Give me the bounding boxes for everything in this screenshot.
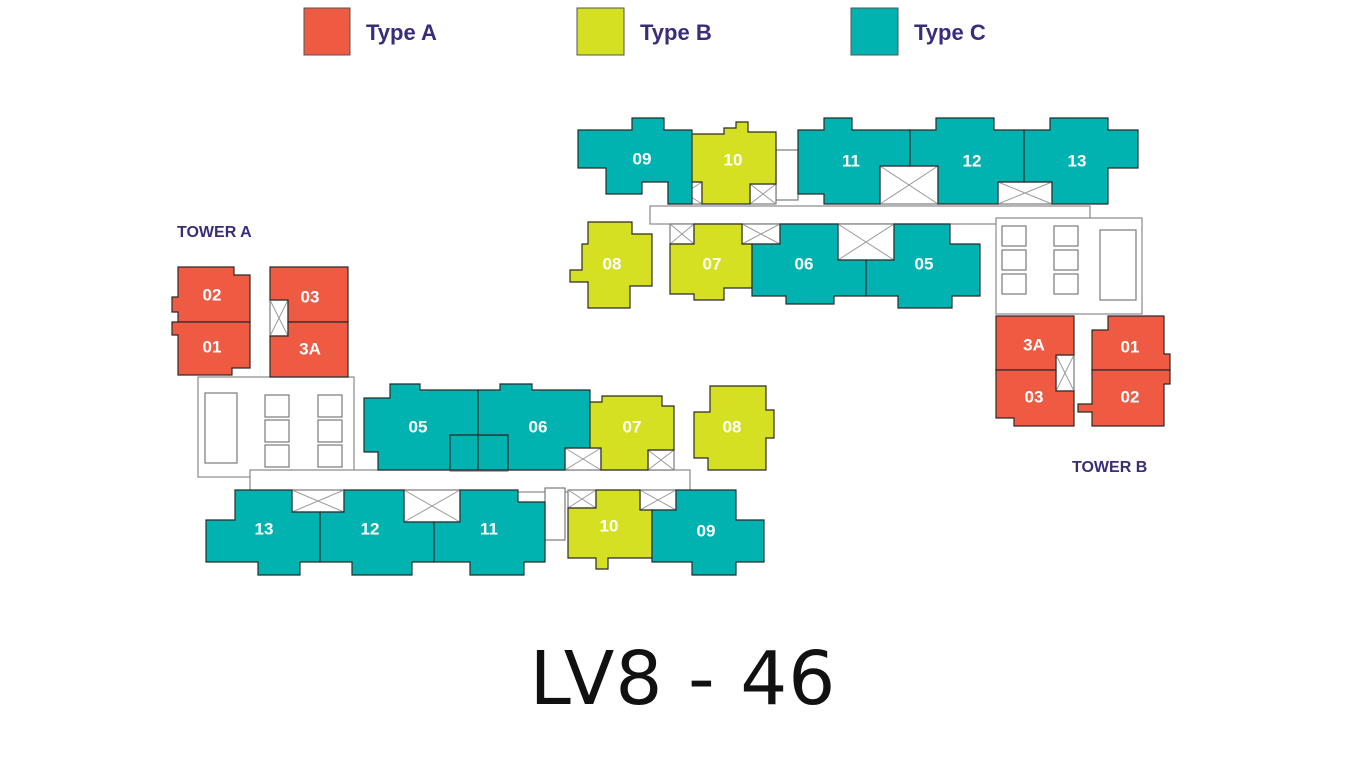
tower-b-unit-09-label: 09 bbox=[633, 149, 652, 168]
tower-a-unit-09 bbox=[651, 489, 765, 576]
tower-b-lift-3 bbox=[1001, 273, 1027, 295]
legend-label-type-b: Type B bbox=[640, 20, 712, 45]
tower-b-unit-02-label: 02 bbox=[1121, 387, 1140, 406]
tower-b-unit-3a-label: 3A bbox=[1023, 335, 1045, 354]
tower-a-unit-11 bbox=[433, 489, 546, 576]
tower-a-unit-02-label: 02 bbox=[203, 285, 222, 304]
tower-b-lift-6 bbox=[1053, 273, 1079, 295]
tower-b-unit-03-label: 03 bbox=[1025, 387, 1044, 406]
tower-a-stair-mid bbox=[544, 487, 566, 541]
tower-a-lift-4 bbox=[317, 394, 343, 418]
tower-a-unit-07 bbox=[589, 395, 675, 471]
tower-b-unit-10-label: 10 bbox=[724, 150, 743, 169]
tower-b-stair-mid bbox=[775, 149, 799, 201]
tower-a-unit-3a-label: 3A bbox=[299, 339, 321, 358]
tower-a-unit-12-label: 12 bbox=[361, 519, 380, 538]
tower-b-label: TOWER B bbox=[1072, 459, 1147, 476]
legend-label-type-a: Type A bbox=[366, 20, 437, 45]
tower-b-unit-02 bbox=[1077, 369, 1171, 427]
tower-a-lift-2 bbox=[264, 419, 290, 443]
tower-a-lift-6 bbox=[317, 444, 343, 468]
tower-a-lift-1 bbox=[264, 394, 290, 418]
tower-b-voids bbox=[667, 165, 1075, 392]
tower-a-unit-07-label: 07 bbox=[623, 417, 642, 436]
tower-a-unit-05-label: 05 bbox=[409, 417, 428, 436]
tower-a-stair-left bbox=[204, 392, 238, 464]
tower-a-unit-01 bbox=[171, 321, 251, 376]
tower-b-unit-12-label: 12 bbox=[963, 151, 982, 170]
tower-b-unit-08-label: 08 bbox=[603, 254, 622, 273]
tower-a-unit-03-label: 03 bbox=[301, 287, 320, 306]
tower-b-unit-11-label: 11 bbox=[842, 151, 860, 170]
tower-b-unit-03 bbox=[995, 369, 1075, 427]
legend-item-type-a: Type A bbox=[303, 7, 437, 56]
tower-a-unit-11-label: 11 bbox=[480, 519, 498, 538]
tower-b-unit-07-label: 07 bbox=[703, 254, 722, 273]
tower-a-unit-10-label: 10 bbox=[600, 516, 619, 535]
tower-a-unit-06-label: 06 bbox=[529, 417, 548, 436]
tower-a-lift-3 bbox=[264, 444, 290, 468]
tower-b-lift-5 bbox=[1053, 249, 1079, 271]
tower-b-lift-2 bbox=[1001, 249, 1027, 271]
tower-a-unit-13-label: 13 bbox=[255, 519, 274, 538]
legend-label-type-c: Type C bbox=[914, 20, 986, 45]
tower-a-unit-09-label: 09 bbox=[697, 521, 716, 540]
tower-a-corridor bbox=[249, 469, 691, 493]
tower-b-unit-05 bbox=[865, 223, 981, 309]
legend: Type A Type B Type C bbox=[303, 7, 986, 56]
tower-a-plan: 02 01 03 3A 05 06 07 08 13 12 11 10 09 bbox=[171, 266, 775, 576]
tower-a-unit-08-label: 08 bbox=[723, 417, 742, 436]
tower-a-unit-08 bbox=[693, 385, 775, 471]
tower-b-unit-05-label: 05 bbox=[915, 254, 934, 273]
legend-item-type-c: Type C bbox=[850, 7, 986, 56]
tower-b-unit-01-label: 01 bbox=[1121, 337, 1140, 356]
tower-a-unit-10 bbox=[567, 489, 653, 570]
legend-swatch-type-c bbox=[850, 7, 899, 56]
tower-b-lift-4 bbox=[1053, 225, 1079, 247]
tower-b-unit-13-label: 13 bbox=[1068, 151, 1087, 170]
legend-item-type-b: Type B bbox=[576, 7, 712, 56]
tower-b-unit-13 bbox=[1023, 117, 1139, 205]
tower-b-unit-10 bbox=[691, 121, 777, 205]
tower-b-unit-06-label: 06 bbox=[795, 254, 814, 273]
tower-b-plan: 09 10 11 12 13 08 07 06 05 3A 01 03 02 bbox=[569, 117, 1171, 427]
tower-b-unit-08 bbox=[569, 221, 653, 309]
tower-b-lift-1 bbox=[1001, 225, 1027, 247]
legend-swatch-type-b bbox=[576, 7, 625, 56]
tower-a-unit-13 bbox=[205, 489, 321, 576]
tower-b-stair-right bbox=[1099, 229, 1137, 301]
tower-a-unit-3a bbox=[269, 321, 349, 378]
tower-a-lift-5 bbox=[317, 419, 343, 443]
legend-swatch-type-a bbox=[303, 7, 351, 56]
tower-b-unit-09 bbox=[577, 117, 693, 205]
tower-a-label: TOWER A bbox=[177, 224, 252, 241]
level-range-title: LV8 - 46 bbox=[529, 636, 837, 722]
tower-a-unit-01-label: 01 bbox=[203, 337, 222, 356]
